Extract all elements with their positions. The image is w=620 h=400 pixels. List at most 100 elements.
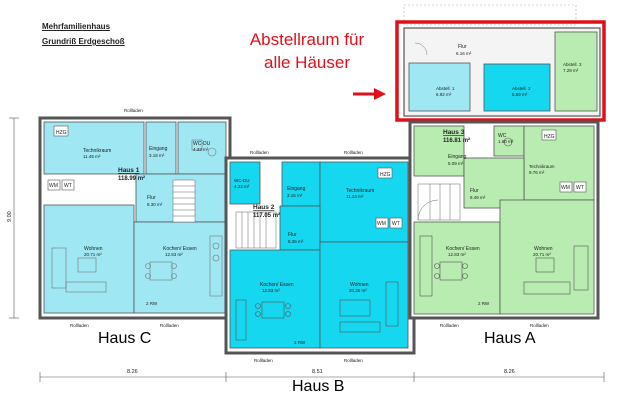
- haus-b-technik-area: 11.24 m²: [346, 194, 364, 199]
- haus-b-rollladen-top-2: Rollladen: [344, 150, 363, 155]
- storage-abstell-3-label: Abstell. 3: [563, 62, 582, 67]
- haus-a-wohnen-area: 20.71 m²: [533, 252, 551, 257]
- haus-b-furniture: [235, 281, 399, 341]
- haus-b-eingang: [281, 161, 321, 207]
- haus-a-wc-label: WC: [498, 133, 507, 139]
- haus-b-kochen-area: 12.83 m²: [262, 288, 280, 293]
- haus-a-eingang-label: Eingang: [448, 154, 467, 160]
- haus-a-eingang-area: 5.09 m²: [448, 161, 464, 166]
- haus-a-rollladen-bottom-1: Rollladen: [440, 323, 459, 328]
- storage-block: Flur 6.16 m² Abstell. 1 6.92 m² Abstell.…: [395, 4, 606, 122]
- haus-a-eingang: [413, 125, 465, 177]
- haus-a-kochen-area: 12.83 m²: [448, 252, 466, 257]
- haus-b-kochen-label: Kochen/ Essen: [260, 282, 294, 288]
- haus-b-eingang-area: 3.15 m²: [287, 193, 303, 198]
- haus-a-flur-label: Flur: [470, 188, 479, 194]
- haus-c-wohnen-label: Wohnen: [84, 246, 103, 252]
- haus-b-rollladen-top-1: Rollladen: [250, 150, 269, 155]
- storage-abstell-3-area: 7.29 m²: [563, 68, 579, 73]
- haus-a-area: 116.81 m²: [443, 137, 470, 144]
- haus-c-eingang: [145, 121, 177, 175]
- dim-left: 8.26: [127, 369, 138, 375]
- haus-c-flur-area: 8.30 m²: [147, 202, 163, 207]
- haus-b-wohnen-area: 20.35 m²: [349, 288, 367, 293]
- haus-b-rwa: 2 RW: [294, 340, 306, 345]
- haus-c-wt: WT: [64, 183, 72, 189]
- haus-b-hzg: HZG: [380, 172, 391, 178]
- haus-c-kochen-area: 12.83 m²: [165, 252, 183, 257]
- haus-c-hzg: HZG: [56, 130, 67, 136]
- haus-c-wohnen: [43, 204, 135, 314]
- haus-c-hzg-box: [53, 125, 69, 137]
- haus-b-block: HZG WM WT WC-DU 4.33 m² Eingang 3.15 m² …: [224, 150, 416, 363]
- storage-abstell-1-label: Abstell. 1: [436, 86, 455, 91]
- haus-a-flur-area: 8.49 m²: [470, 195, 486, 200]
- haus-c-rwa: 2 RW: [146, 301, 158, 306]
- haus-a-wohnen: [499, 199, 595, 315]
- haus-a-wm: WM: [561, 185, 570, 191]
- haus-c-area: 118.99 m²: [118, 175, 145, 182]
- haus-a-technik-label: Technikraum: [529, 164, 555, 169]
- haus-a-wt-box: [573, 181, 587, 193]
- haus-c-kochen-label: Kochen/ Essen: [163, 246, 197, 252]
- haus-b-kochen: [229, 249, 321, 349]
- haus-a-furniture: [419, 137, 589, 297]
- haus-c-wt-box: [61, 179, 75, 191]
- haus-c-rollladen-bottom-2: Rollladen: [160, 323, 179, 328]
- haus-a-name: Haus 3: [443, 129, 465, 136]
- haus-a-hzg: HZG: [544, 134, 555, 140]
- haus-b-label: Haus B: [292, 378, 345, 395]
- haus-c-eingang-area: 3.18 m²: [149, 153, 165, 158]
- haus-a-wm-box: [559, 181, 573, 193]
- haus-b-rollladen-bottom-1: Rollladen: [254, 358, 273, 363]
- haus-c-flur-label: Flur: [147, 195, 156, 201]
- storage-flur-area: 6.16 m²: [456, 51, 472, 56]
- storage-abstell-1-area: 6.92 m²: [436, 92, 452, 97]
- haus-c-wc-label: WC-DU: [193, 141, 211, 147]
- callout-arrow: [353, 88, 386, 100]
- haus-b-flur-area: 8.36 m²: [288, 239, 304, 244]
- haus-c-stairs: [172, 179, 196, 223]
- haus-c-furniture: [51, 139, 223, 297]
- storage-abstell-2-label: Abstell. 2: [512, 86, 531, 91]
- haus-c-eingang-label: Eingang: [149, 146, 168, 152]
- storage-flur-label: Flur: [458, 44, 467, 50]
- haus-c-name: Haus 1: [118, 167, 140, 174]
- callout-line-1: Abstellraum für: [249, 30, 365, 49]
- haus-b-wohnen: [319, 241, 409, 349]
- haus-a-rwa: 2 RW: [478, 301, 490, 306]
- haus-b-area: 117.05 m²: [253, 212, 280, 219]
- haus-c-wm: WM: [49, 183, 58, 189]
- plan-subtitle: Grundriß Erdgeschoß: [42, 37, 125, 46]
- haus-c-wc-area: 4.33 m²: [193, 147, 209, 152]
- storage-abstell-2-area: 5.59 m²: [512, 92, 528, 97]
- haus-b-stairs: [235, 211, 277, 249]
- haus-c-wm-box: [47, 179, 61, 191]
- haus-a-technik-area: 9.76 m²: [529, 170, 545, 175]
- haus-a-rollladen-bottom-2: Rollladen: [530, 323, 549, 328]
- storage-abstell-3: [554, 31, 598, 112]
- haus-c-label: Haus C: [98, 330, 152, 347]
- dimension-lines: [9, 117, 605, 382]
- haus-a-wc: [493, 125, 525, 157]
- haus-b-technikraum: [319, 161, 409, 243]
- haus-a-block: HZG WM WT Haus 3 116.81 m² Eingang 5.09 …: [408, 120, 600, 328]
- callout-line-2: alle Häuser: [264, 53, 350, 72]
- haus-c-technik-label: Technikraum: [83, 148, 111, 154]
- haus-b-wm: WM: [377, 221, 386, 227]
- plan-title: Mehrfamilienhaus: [42, 22, 111, 31]
- haus-b-technik-label: Technikraum: [346, 188, 374, 194]
- haus-b-wc: [229, 161, 261, 205]
- haus-a-label: Haus A: [484, 330, 536, 347]
- haus-c-block: HZG WM WT Technikraum 11.45 m² Eingang 3…: [38, 108, 232, 328]
- haus-c-kochen: [133, 221, 227, 314]
- haus-c-technikraum: [43, 121, 145, 175]
- haus-a-hzg-box: [541, 129, 557, 141]
- dim-center: 8.51: [312, 369, 323, 375]
- storage-abstell-1: [408, 62, 471, 112]
- storage-roof-outline: [403, 4, 577, 26]
- haus-b-wm-box: [375, 217, 389, 229]
- haus-b-wt-box: [389, 217, 403, 229]
- haus-c-rollladen-top: Rollladen: [124, 108, 143, 113]
- haus-b-wohnen-label: Wohnen: [350, 282, 369, 288]
